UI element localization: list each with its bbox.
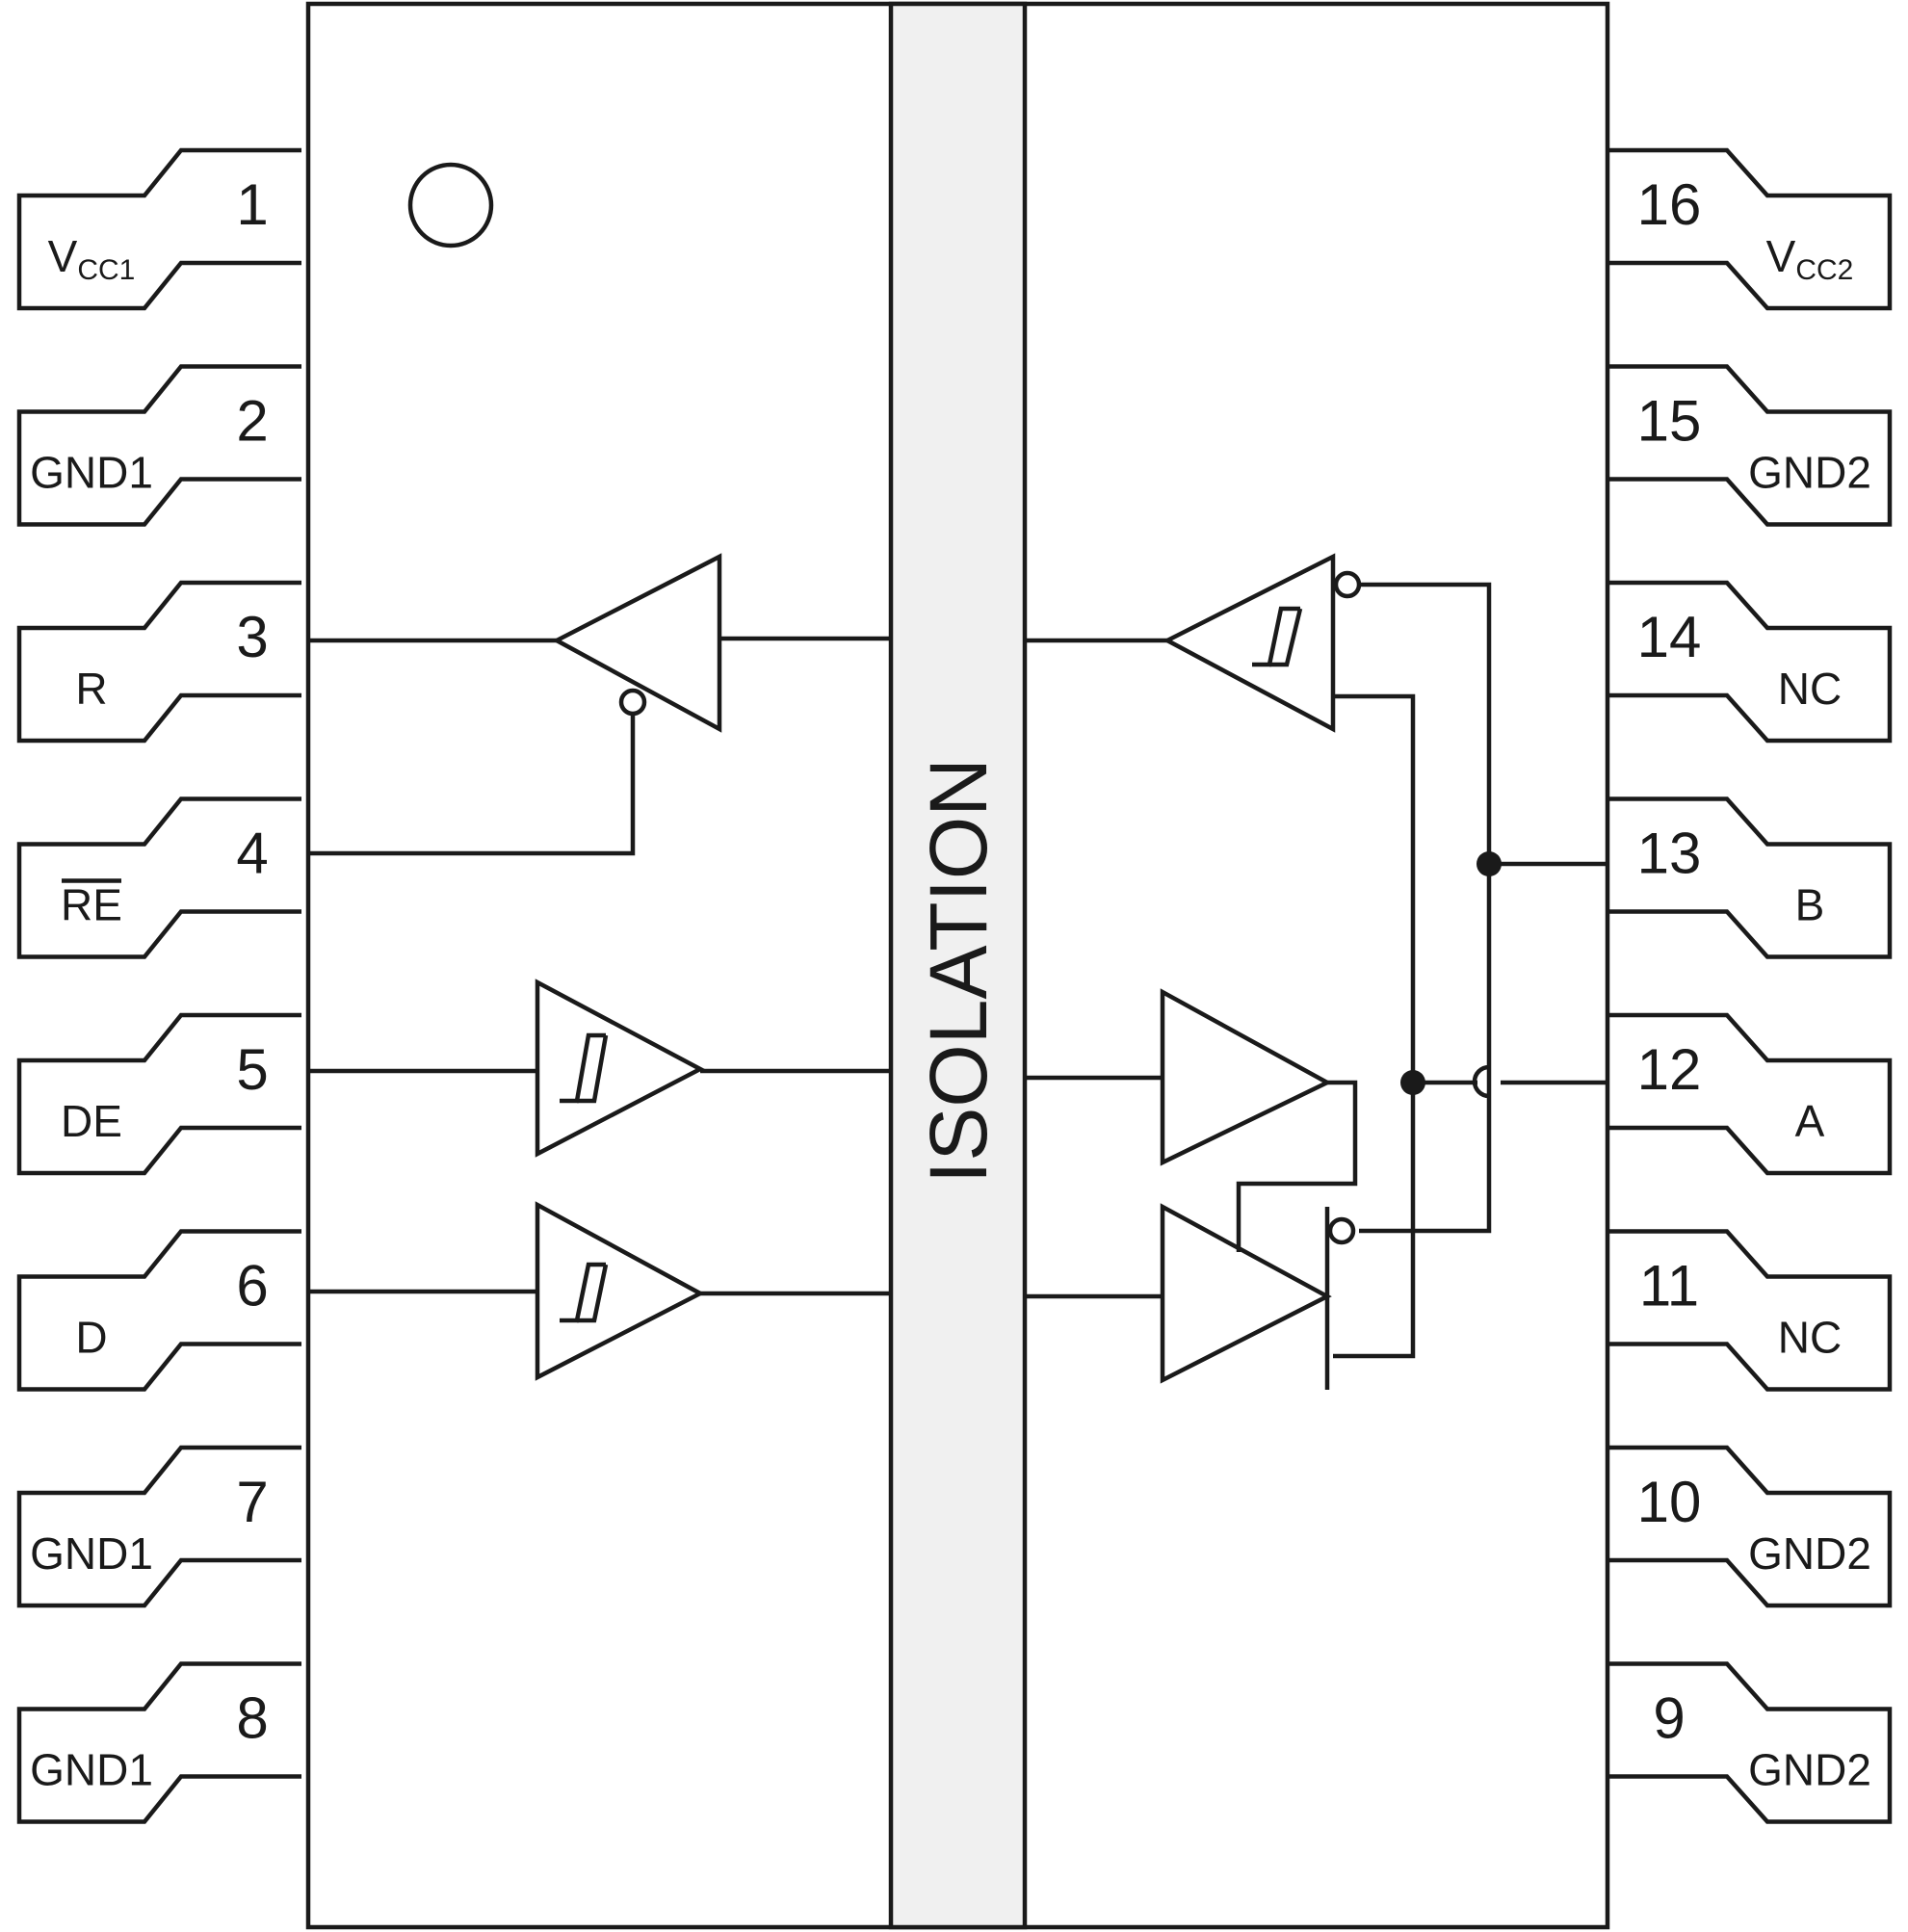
pin-label: A <box>1795 1096 1825 1146</box>
isolation-label: ISOLATION <box>913 758 1004 1184</box>
pin-tab-outline <box>1607 796 1893 959</box>
pin-13: 13B <box>1607 796 1893 959</box>
pin-label: VCC2 <box>1766 231 1854 286</box>
pin-number: 3 <box>236 605 268 669</box>
pin-label: GND2 <box>1748 1528 1871 1579</box>
pin-number: 2 <box>236 389 268 454</box>
pin-label: D <box>75 1313 107 1363</box>
de-schmitt-buffer <box>535 979 705 1158</box>
wire-rx-inv-input <box>1359 582 1492 1234</box>
pin-4: 4RE <box>16 796 301 959</box>
pin-tab-outline <box>16 1661 301 1824</box>
isolation-barrier <box>888 1 1028 1930</box>
pin-label: GND1 <box>30 1528 153 1579</box>
wire-re-enable <box>308 714 636 856</box>
wire-enable-to-driver <box>1236 1080 1358 1252</box>
pin1-orientation-mark <box>407 162 494 248</box>
d-schmitt-buffer <box>535 1201 705 1381</box>
pin-label: R <box>75 664 107 714</box>
pin-number: 14 <box>1637 605 1702 669</box>
pin-tab-outline <box>16 796 301 959</box>
receiver-output-buffer <box>552 553 722 733</box>
pin-label: GND1 <box>30 448 153 498</box>
pin-label: GND1 <box>30 1745 153 1795</box>
pin-number: 9 <box>1653 1686 1685 1751</box>
pin-tab-outline <box>1607 147 1893 311</box>
pin-tab-outline <box>1607 1012 1893 1176</box>
pin-number: 7 <box>236 1470 268 1534</box>
pin-tab-outline <box>16 364 301 527</box>
pin-number: 10 <box>1637 1470 1702 1534</box>
pin-label: RE <box>61 880 122 930</box>
pin-12: 12A <box>1607 1012 1893 1176</box>
pin-tab-outline <box>16 580 301 744</box>
pin-number: 5 <box>236 1037 268 1102</box>
differential-line-driver <box>1160 1203 1356 1390</box>
pin-number: 8 <box>236 1686 268 1751</box>
pin-label: DE <box>61 1096 122 1146</box>
pin-tab-outline <box>1607 580 1893 744</box>
pin-tab-outline <box>1607 1229 1893 1392</box>
junction-a <box>1400 1070 1425 1095</box>
pin-number: 12 <box>1637 1037 1702 1102</box>
driver-enable-buffer <box>1160 988 1332 1166</box>
pin-label: GND2 <box>1748 1745 1871 1795</box>
pin-6: 6D <box>16 1229 301 1392</box>
pin-number: 6 <box>236 1254 268 1318</box>
pin-tab-outline <box>1607 1661 1893 1824</box>
pin-tab-outline <box>1607 1445 1893 1608</box>
pin-tab-outline <box>16 1229 301 1392</box>
pin-label: B <box>1795 880 1825 930</box>
pin-label: GND2 <box>1748 448 1871 498</box>
pin-number: 13 <box>1637 822 1702 886</box>
pin-tab-outline <box>16 1445 301 1608</box>
wire-crossover-hop <box>1472 1064 1490 1099</box>
pin-tab-outline <box>1607 364 1893 527</box>
differential-receiver <box>1163 553 1362 733</box>
pin-tab-outline <box>16 147 301 311</box>
junction-b <box>1477 851 1502 876</box>
pin-5: 5DE <box>16 1012 301 1176</box>
pin-number: 4 <box>236 822 268 886</box>
pin-number: 16 <box>1637 172 1702 237</box>
pin-number: 1 <box>236 172 268 237</box>
pin-number: 15 <box>1637 389 1702 454</box>
wire-rx-noninv-input <box>1333 693 1416 1359</box>
pin-label: NC <box>1778 664 1842 714</box>
pin-label: NC <box>1778 1313 1842 1363</box>
pin-tab-outline <box>16 1012 301 1176</box>
pin-label: VCC1 <box>48 231 136 286</box>
pin-number: 11 <box>1639 1254 1699 1318</box>
pin-3: 3R <box>16 580 301 744</box>
